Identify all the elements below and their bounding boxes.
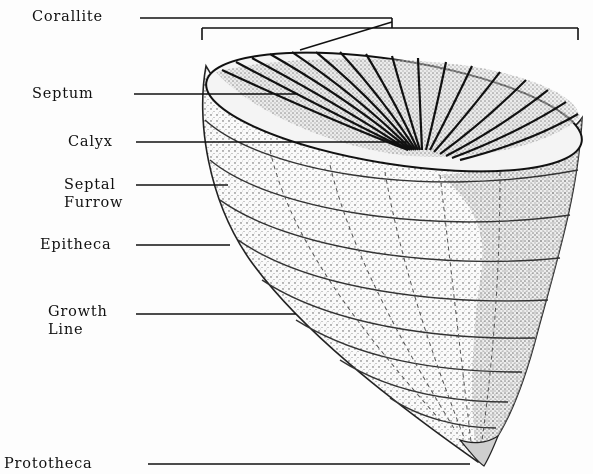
label-septal-furrow-line2: Furrow xyxy=(64,194,123,212)
label-epitheca: Epitheca xyxy=(40,236,111,254)
label-septal-furrow-line1: Septal xyxy=(64,176,123,194)
label-calyx: Calyx xyxy=(68,133,113,151)
label-growth-line: Growth Line xyxy=(48,303,108,339)
label-corallite: Corallite xyxy=(32,8,103,26)
label-septum: Septum xyxy=(32,85,94,103)
coral-body xyxy=(198,31,590,466)
corallite-bracket xyxy=(140,18,578,50)
label-septal-furrow: Septal Furrow xyxy=(64,176,123,212)
label-growth-line-line2: Line xyxy=(48,321,108,339)
label-growth-line-line1: Growth xyxy=(48,303,108,321)
label-prototheca: Prototheca xyxy=(4,455,93,473)
